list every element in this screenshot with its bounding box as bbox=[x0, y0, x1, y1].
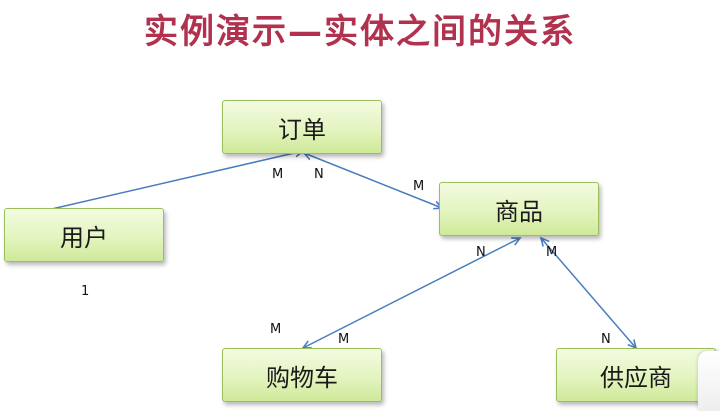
entity-order: 订单 bbox=[222, 100, 382, 154]
connector-user-order bbox=[42, 151, 303, 212]
cardinality-label: M bbox=[272, 167, 284, 182]
connector-product-cart bbox=[303, 238, 520, 348]
entity-cart: 购物车 bbox=[222, 348, 382, 402]
page-curl-decoration bbox=[698, 351, 720, 411]
connector-order-product bbox=[304, 153, 442, 208]
entity-product: 商品 bbox=[439, 182, 599, 236]
cardinality-label: M bbox=[270, 322, 282, 337]
cardinality-label: M bbox=[413, 179, 425, 194]
cardinality-label: N bbox=[601, 332, 611, 347]
cardinality-label: 1 bbox=[81, 284, 90, 299]
cardinality-label: N bbox=[314, 167, 324, 182]
slide-title: 实例演示—实体之间的关系 bbox=[144, 12, 576, 52]
connector-product-supplier bbox=[541, 238, 636, 348]
cardinality-label: N bbox=[476, 245, 486, 260]
entity-supplier: 供应商 bbox=[556, 348, 716, 402]
cardinality-label: M bbox=[546, 245, 558, 260]
entity-user: 用户 bbox=[4, 208, 164, 262]
cardinality-label: M bbox=[338, 332, 350, 347]
